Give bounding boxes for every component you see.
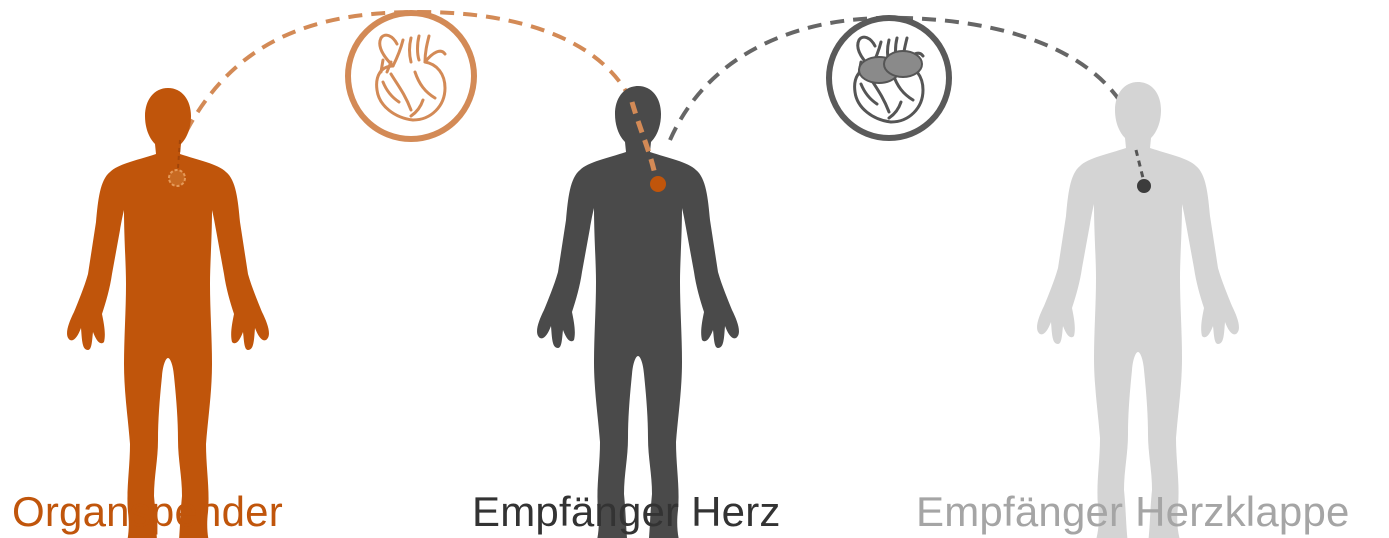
heart-recipient-figure [537, 86, 739, 538]
valve-recipient-label: Empfänger Herzklappe [916, 486, 1350, 538]
heart-valve-icon [829, 18, 949, 138]
valve-marker-icon [1137, 179, 1151, 193]
donor-figure [67, 88, 269, 538]
human-figure-icon [537, 86, 739, 538]
heart-recipient-label: Empfänger Herz [472, 486, 781, 538]
valve-recipient-figure [1037, 82, 1239, 538]
heart-icon [348, 13, 474, 139]
human-figure-icon [1037, 82, 1239, 538]
human-figure-icon [67, 88, 269, 538]
heart-marker-icon [650, 176, 666, 192]
heart-marker-icon [169, 170, 185, 186]
donor-label: Organspender [12, 486, 283, 538]
